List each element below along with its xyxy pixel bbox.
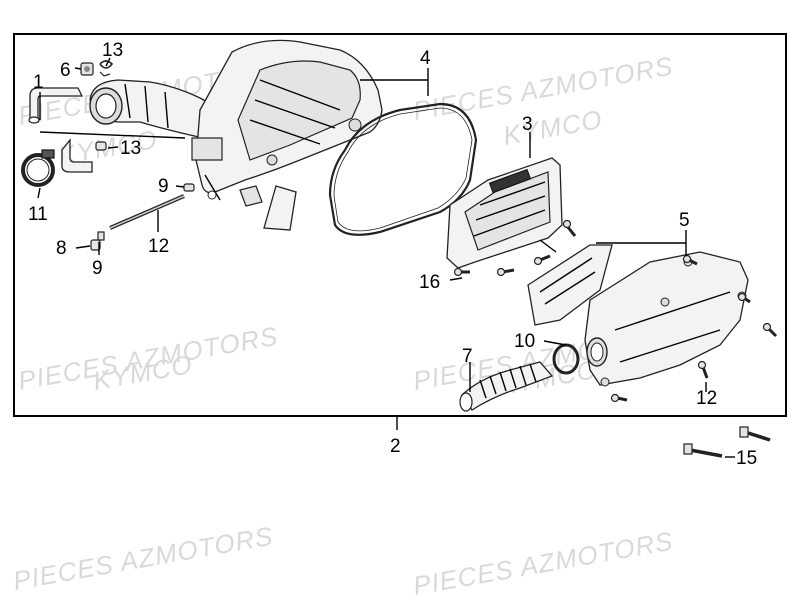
rubber-block-part: [239, 185, 263, 207]
long-bolt-part: [683, 426, 771, 458]
callout-10: 10: [514, 331, 535, 352]
callout-7: 7: [462, 346, 473, 367]
washer-part: [99, 60, 114, 77]
small-clip-part: [97, 231, 105, 241]
watermark-text: PIECES AZMOTORS: [411, 526, 676, 600]
gasket-part: [328, 102, 478, 236]
callout-15: 15: [736, 448, 757, 469]
drain-plug-part: [90, 239, 101, 251]
callout-3: 3: [522, 114, 533, 135]
watermark-text: PIECES AZMOTORS: [11, 521, 276, 596]
bolt-part: [80, 62, 94, 76]
hose-clamp-part: [21, 149, 55, 187]
small-clip-part: [95, 141, 107, 151]
callout-8: 8: [56, 238, 67, 259]
callout-13: 13: [102, 40, 123, 61]
callout-labels: 1 6 13 13 11 9 8 9 12 4 3 5 16 10 7 12 2…: [28, 40, 757, 469]
callout-16: 16: [419, 272, 440, 293]
callout-13: 13: [120, 138, 141, 159]
callout-4: 4: [420, 48, 431, 69]
small-clip-part: [183, 183, 195, 192]
leader-lines: [37, 57, 735, 458]
callout-5: 5: [679, 210, 690, 231]
breather-tube-part: [28, 87, 93, 173]
pin-part: [109, 194, 185, 230]
air-box-housing-part: [191, 39, 383, 201]
air-box-cover-part: [584, 251, 749, 387]
callout-11: 11: [28, 204, 48, 225]
corrugated-hose-part: [459, 361, 554, 412]
air-filter-element-part: [446, 157, 563, 269]
callout-9: 9: [158, 176, 169, 197]
watermark-text: KYMCO: [501, 104, 605, 151]
callout-1: 1: [33, 72, 44, 93]
assembly-frame: [13, 33, 787, 417]
callout-9: 9: [92, 258, 103, 279]
screw-part: [453, 219, 778, 403]
bracket-part: [263, 185, 297, 231]
cover-inner-plate-part: [527, 244, 613, 326]
callout-2: 2: [390, 436, 401, 457]
callout-6: 6: [60, 60, 71, 81]
callout-12: 12: [696, 388, 717, 409]
callout-12: 12: [148, 236, 169, 257]
